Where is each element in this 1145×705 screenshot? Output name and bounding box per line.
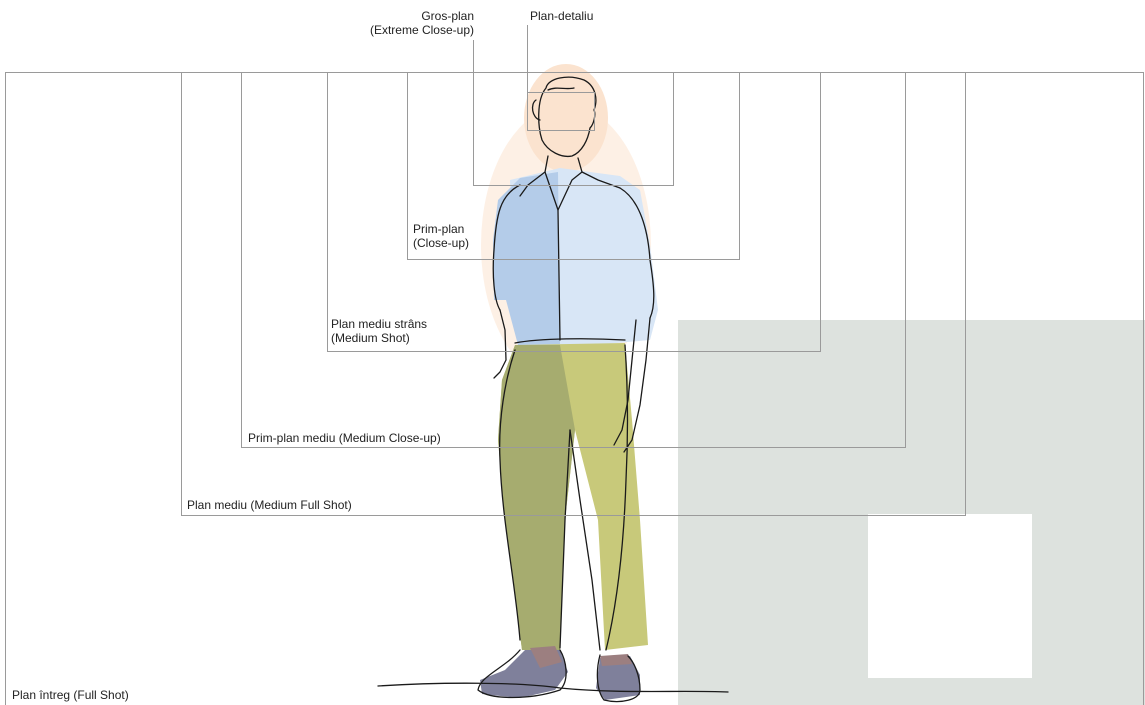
label-medium-full-shot: Plan mediu (Medium Full Shot)	[187, 498, 352, 512]
label-close-up: Prim-plan (Close-up)	[413, 222, 469, 250]
label-extreme-close-up-line2: (Extreme Close-up)	[370, 23, 474, 37]
label-full-shot-line1: Plan întreg (Full Shot)	[12, 688, 129, 702]
backdrop-panel	[678, 320, 1145, 705]
label-medium-shot-line2: (Medium Shot)	[331, 331, 427, 345]
person-illustration	[378, 64, 728, 702]
label-close-up-line2: (Close-up)	[413, 236, 469, 250]
label-extreme-close-up: Gros-plan (Extreme Close-up)	[370, 9, 474, 37]
label-detail: Plan-detaliu	[530, 9, 593, 23]
label-medium-shot: Plan mediu strâns (Medium Shot)	[331, 317, 427, 345]
label-medium-full-shot-line1: Plan mediu (Medium Full Shot)	[187, 498, 352, 512]
label-full-shot: Plan întreg (Full Shot)	[12, 688, 129, 702]
label-medium-shot-line1: Plan mediu strâns	[331, 317, 427, 331]
label-medium-close-up: Prim-plan mediu (Medium Close-up)	[248, 431, 441, 445]
label-detail-line1: Plan-detaliu	[530, 9, 593, 23]
label-medium-close-up-line1: Prim-plan mediu (Medium Close-up)	[248, 431, 441, 445]
label-close-up-line1: Prim-plan	[413, 222, 469, 236]
label-extreme-close-up-line1: Gros-plan	[370, 9, 474, 23]
